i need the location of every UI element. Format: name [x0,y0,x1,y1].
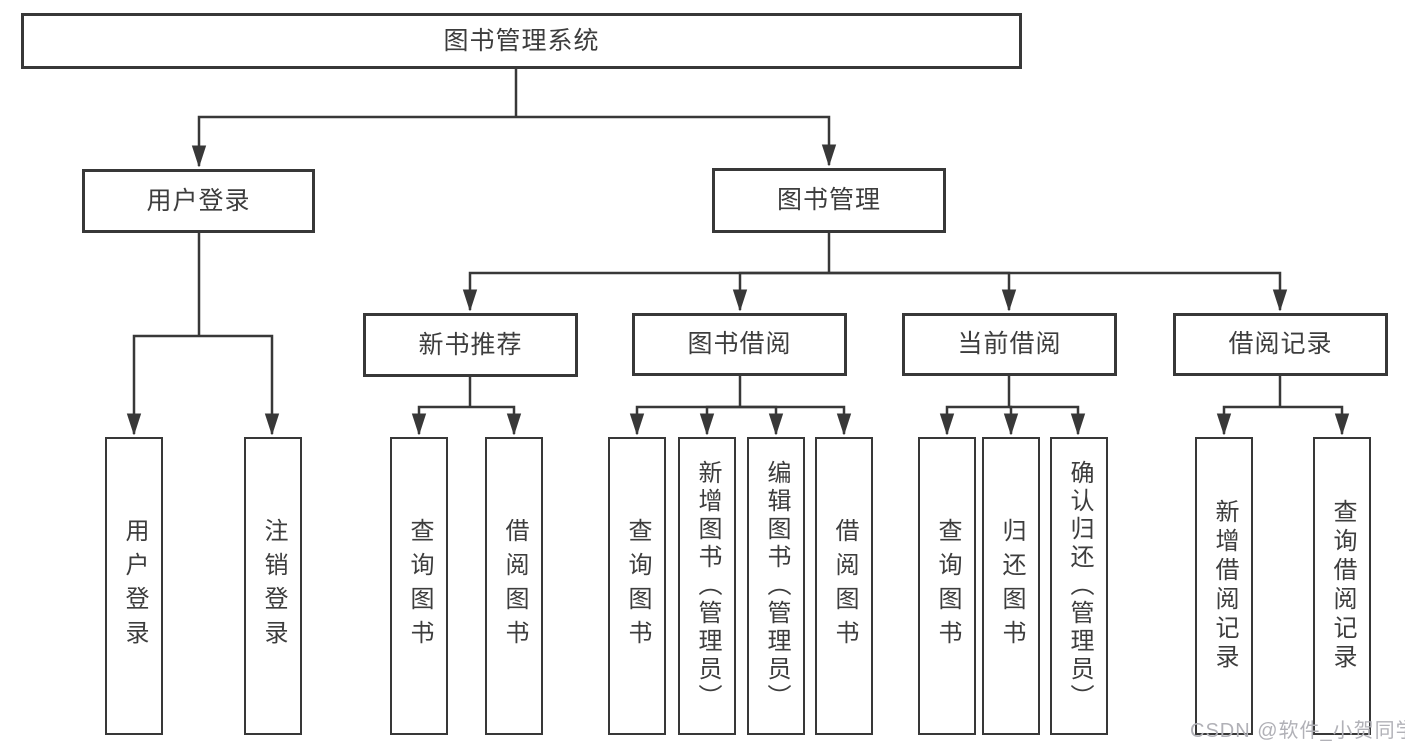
leaf-query-books-recommend: 查询图书 [390,437,448,735]
leaf-label: 编辑图书（管理员） [763,460,790,712]
leaf-query-books-borrow: 查询图书 [608,437,666,735]
leaf-add-book-admin: 新增图书（管理员） [678,437,736,735]
leaf-borrow-books: 借阅图书 [815,437,873,735]
leaf-label: 借阅图书 [831,518,858,654]
leaf-label: 归还图书 [998,518,1025,654]
node-current-borrow: 当前借阅 [902,313,1117,376]
leaf-query-books-current: 查询图书 [918,437,976,735]
leaf-confirm-return-admin: 确认归还（管理员） [1050,437,1108,735]
leaf-add-borrow-record: 新增借阅记录 [1195,437,1253,735]
leaf-label: 用户登录 [121,518,148,654]
node-book-borrow: 图书借阅 [632,313,847,376]
leaf-edit-book-admin: 编辑图书（管理员） [747,437,805,735]
leaf-return-book: 归还图书 [982,437,1040,735]
watermark: CSDN @软件_小贺同学 [1190,720,1405,742]
node-book-management: 图书管理 [712,168,946,233]
node-new-book-recommend: 新书推荐 [363,313,578,377]
node-root: 图书管理系统 [21,13,1022,69]
leaf-label: 新增图书（管理员） [694,460,721,712]
leaf-label: 借阅图书 [501,518,528,654]
leaf-logout: 注销登录 [244,437,302,735]
leaf-label: 确认归还（管理员） [1066,460,1093,712]
node-borrow-records: 借阅记录 [1173,313,1388,376]
leaf-borrow-books-recommend: 借阅图书 [485,437,543,735]
leaf-label: 新增借阅记录 [1211,499,1238,673]
leaf-label: 查询图书 [934,518,961,654]
leaf-query-borrow-record: 查询借阅记录 [1313,437,1371,735]
leaf-user-login: 用户登录 [105,437,163,735]
node-user-login: 用户登录 [82,169,315,233]
leaf-label: 查询图书 [624,518,651,654]
leaf-label: 查询图书 [406,518,433,654]
leaf-label: 注销登录 [260,518,287,654]
leaf-label: 查询借阅记录 [1329,499,1356,673]
